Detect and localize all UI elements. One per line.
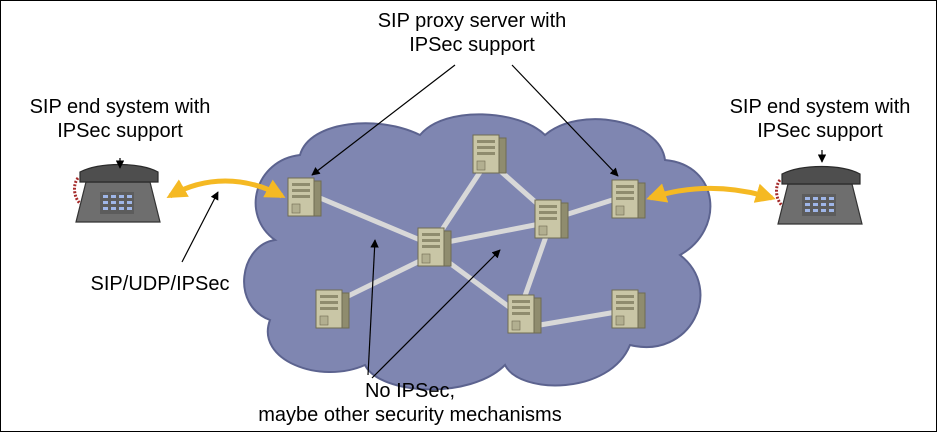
no-ipsec-label-line2: maybe other security mechanisms [258, 404, 562, 426]
pointer-arrows [115, 64, 827, 379]
no-ipsec-label: No IPSec, maybe other security mechanism… [210, 379, 610, 427]
network-cloud [243, 113, 712, 391]
left-end-label-line1: SIP end system with [29, 96, 211, 118]
server-bottom-right-icon [611, 289, 646, 329]
proxy-left-pointer-arrow [311, 64, 456, 176]
left-end-system-label: SIP end system with IPSec support [0, 95, 240, 143]
proxy-server-label: SIP proxy server with IPSec support [352, 9, 592, 57]
proxy-server-left-icon [287, 177, 322, 217]
right-end-label-line1: SIP end system with [729, 96, 911, 118]
transport-label: SIP/UDP/IPSec [90, 273, 230, 295]
right-ipsec-link-arrow [646, 183, 776, 203]
server-top-icon [472, 134, 507, 174]
server-right-middle-icon [534, 199, 569, 239]
transport-pointer-arrow [181, 191, 219, 263]
server-center-icon [417, 227, 452, 267]
left-end-label-line2: IPSec support [57, 120, 183, 142]
no-ipsec-pointer-arrow-left [367, 239, 379, 376]
no-ipsec-pointer-arrow-right [371, 249, 501, 379]
proxy-label-line2: IPSec support [409, 34, 535, 56]
left-phone-icon [73, 163, 161, 223]
right-phone-icon [775, 165, 863, 225]
server-bottom-center-icon [507, 294, 542, 334]
proxy-label-line1: SIP proxy server with [377, 10, 567, 32]
proxy-server-right-icon [611, 179, 646, 219]
proxy-right-pointer-arrow [511, 64, 619, 177]
right-end-label-line2: IPSec support [757, 120, 883, 142]
server-bottom-left-icon [315, 289, 350, 329]
no-ipsec-label-line1: No IPSec, [364, 380, 456, 402]
right-end-system-label: SIP end system with IPSec support [700, 95, 937, 143]
left-ipsec-link-arrow [166, 178, 286, 199]
